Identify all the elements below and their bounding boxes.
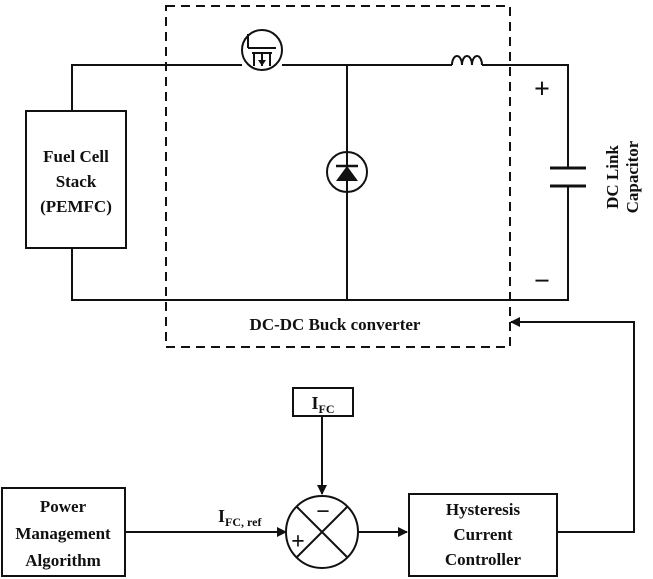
capacitor-icon (550, 166, 586, 188)
pma-line1: Power (40, 497, 87, 516)
summing-junction-minus: − (316, 499, 330, 525)
dc-link-capacitor-label: DC Link Capacitor (603, 140, 642, 213)
mosfet-switch-icon (241, 29, 283, 71)
pma-line3: Algorithm (25, 551, 101, 570)
reference-current-label: IFC, ref (218, 506, 262, 529)
hcc-line1: Hysteresis (446, 500, 521, 519)
power-management-block: Power Management Algorithm (1, 487, 126, 577)
converter-label: DC-DC Buck converter (250, 315, 421, 334)
dc-link-line1: DC Link (603, 145, 622, 209)
dc-link-plus: + (534, 74, 550, 105)
dc-link-minus: − (534, 266, 550, 297)
fuel-cell-line1: Fuel Cell (43, 147, 109, 166)
diode-icon (326, 151, 368, 193)
control-wiring (125, 317, 635, 537)
pma-line2: Management (15, 524, 111, 543)
fuel-cell-stack-block: Fuel Cell Stack (PEMFC) (25, 110, 127, 249)
converter-boundary (165, 5, 511, 348)
fuel-cell-line3: (PEMFC) (40, 197, 112, 216)
current-feedback-box: IFC (292, 387, 354, 417)
fuel-cell-line2: Stack (56, 172, 97, 191)
inductor-icon (451, 55, 484, 66)
summing-junction-plus: + (291, 529, 305, 555)
hcc-line3: Controller (445, 550, 522, 569)
summing-junction: − + (285, 495, 359, 569)
hcc-line2: Current (453, 525, 513, 544)
hysteresis-controller-block: Hysteresis Current Controller (408, 493, 558, 577)
dc-link-line2: Capacitor (623, 140, 642, 213)
current-feedback-label: IFC (311, 393, 334, 416)
power-circuit-wiring (71, 64, 569, 301)
